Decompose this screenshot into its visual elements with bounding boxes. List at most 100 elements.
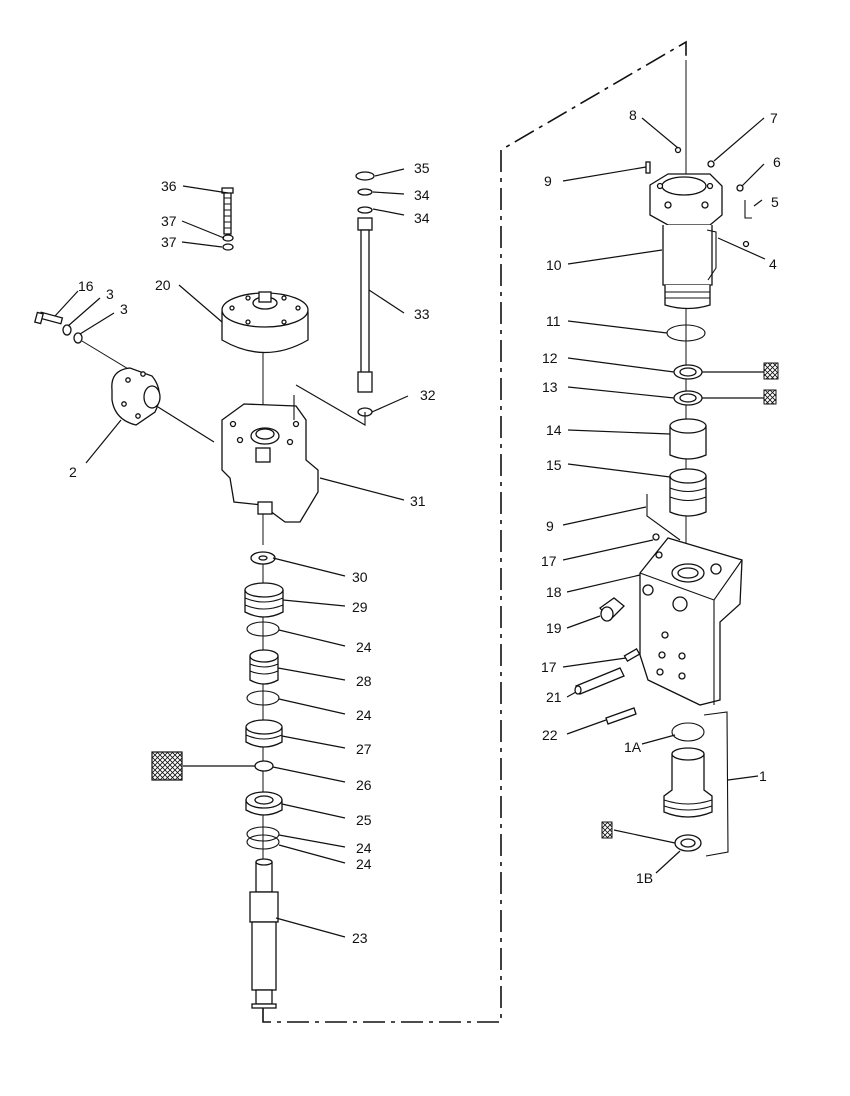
callout-9: 9 <box>544 173 552 189</box>
callout-17: 17 <box>541 553 557 569</box>
part-13-ring-inner <box>679 393 697 403</box>
part-18-block <box>639 537 743 706</box>
part-10-valve-body <box>649 173 752 310</box>
callout-24: 24 <box>356 707 372 723</box>
callout-12: 12 <box>542 350 558 366</box>
callout-32: 32 <box>420 387 436 403</box>
callout-30: 30 <box>352 569 368 585</box>
part-21-rod-end <box>574 685 582 695</box>
assembly-bracket <box>703 711 729 857</box>
part-37-washer <box>222 243 234 251</box>
part-24-o-ring <box>246 826 280 842</box>
callout-37: 37 <box>161 234 177 250</box>
part-3-washer <box>62 324 72 336</box>
callout-13: 13 <box>542 379 558 395</box>
callout-18: 18 <box>546 584 562 600</box>
callout-14: 14 <box>546 422 562 438</box>
assembly-link-line <box>262 40 687 1023</box>
callout-24: 24 <box>356 639 372 655</box>
callout-22: 22 <box>542 727 558 743</box>
callout-1: 1 <box>759 768 767 784</box>
part-36-bolt <box>221 187 234 235</box>
part-31-housing <box>221 395 319 523</box>
callout-34: 34 <box>414 187 430 203</box>
part-17-pin-top <box>652 533 660 541</box>
part-37-washer <box>222 234 234 242</box>
callout-3: 3 <box>120 301 128 317</box>
callout-3: 3 <box>106 286 114 302</box>
part-6-pin <box>736 184 744 192</box>
part-30-washer-hole <box>258 555 268 561</box>
callout-16: 16 <box>78 278 94 294</box>
part-24-o-ring <box>246 834 280 850</box>
callout-24: 24 <box>356 856 372 872</box>
callout-25: 25 <box>356 812 372 828</box>
part-1B-ring-inner <box>680 838 696 848</box>
part-14-sleeve <box>669 418 707 460</box>
part-7-pin <box>707 160 715 168</box>
seal-kit-leader <box>613 829 676 844</box>
part-1-cartridge <box>663 747 713 818</box>
callout-17: 17 <box>541 659 557 675</box>
callout-34: 34 <box>414 210 430 226</box>
callout-15: 15 <box>546 457 562 473</box>
callout-21: 21 <box>546 689 562 705</box>
part-17-pin <box>623 648 641 662</box>
callout-11: 11 <box>546 313 561 329</box>
callout-28: 28 <box>356 673 372 689</box>
callout-36: 36 <box>161 178 177 194</box>
crosshatch-square-icon <box>763 362 779 380</box>
callout-29: 29 <box>352 599 368 615</box>
callout-9: 9 <box>546 518 554 534</box>
crosshatch-square-icon <box>151 751 183 781</box>
callout-6: 6 <box>773 154 781 170</box>
part-15-spool <box>669 468 707 517</box>
callout-2: 2 <box>69 464 77 480</box>
part-2-axis <box>81 340 131 371</box>
part-20-cover <box>221 291 309 354</box>
callout-10: 10 <box>546 257 562 273</box>
part-19-plug <box>599 597 625 622</box>
part-25-ring <box>245 791 283 816</box>
part-16-bolt <box>34 311 64 325</box>
part-21-rod <box>575 667 625 695</box>
callout-8: 8 <box>629 107 637 123</box>
part-28-spool <box>249 649 279 685</box>
callout-20: 20 <box>155 277 171 293</box>
callout-35: 35 <box>414 160 430 176</box>
part-23-piston-rod <box>249 858 279 1009</box>
part-24-o-ring <box>246 690 280 706</box>
part-26-ring <box>254 760 274 772</box>
callout-7: 7 <box>770 110 778 126</box>
part-9-pin-lower <box>646 494 681 541</box>
part-9-pin <box>645 161 651 174</box>
part-3-washer <box>73 332 83 344</box>
part-24-o-ring <box>246 621 280 637</box>
part-12-ring-inner <box>679 367 697 377</box>
part-8-pin <box>674 146 682 154</box>
callout-26: 26 <box>356 777 372 793</box>
crosshatch-square-icon <box>763 389 777 405</box>
leader-lines <box>54 117 766 938</box>
callout-33: 33 <box>414 306 430 322</box>
part-1A-o-ring <box>671 722 705 742</box>
part-4-pin <box>742 240 750 248</box>
callout-19: 19 <box>546 620 562 636</box>
callout-37: 37 <box>161 213 177 229</box>
callout-27: 27 <box>356 741 372 757</box>
callout-31: 31 <box>410 493 426 509</box>
crosshatch-square-icon <box>601 821 613 839</box>
part-33-rod <box>295 171 375 426</box>
part-2-flange <box>111 367 161 426</box>
callout-5: 5 <box>771 194 779 210</box>
part-29-sleeve <box>244 582 284 618</box>
part-22-pin <box>605 707 637 725</box>
part-27-sleeve <box>245 719 283 748</box>
callout-4: 4 <box>769 256 777 272</box>
callout-1B: 1B <box>636 870 653 886</box>
callout-24: 24 <box>356 840 372 856</box>
callout-23: 23 <box>352 930 368 946</box>
callout-1A: 1A <box>624 739 642 755</box>
